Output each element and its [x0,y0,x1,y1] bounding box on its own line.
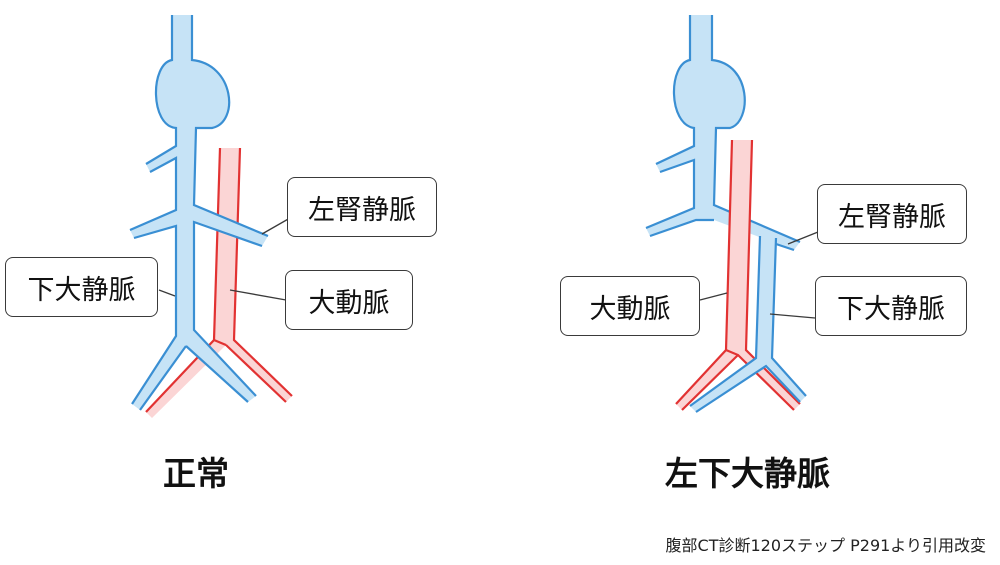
label-ivc-left-ivc: 下大静脈 [815,276,967,336]
ivc-normal [129,15,269,411]
label-aorta-left-ivc: 大動脈 [560,276,700,336]
label-left-renal-vein-normal: 左腎静脈 [287,177,437,237]
label-ivc-normal: 下大静脈 [5,257,158,317]
ivc-upper [645,15,801,250]
aorta-normal [145,147,293,418]
label-aorta-normal: 大動脈 [285,270,413,330]
source-credit: 腹部CT診断120ステップ P291より引用改変 [665,536,986,555]
ivc-left-sided [689,235,807,413]
aorta-left-ivc [675,139,801,411]
label-left-renal-vein-left-ivc: 左腎静脈 [817,184,967,244]
caption-normal: 正常 [163,454,229,493]
caption-left-ivc: 左下大静脈 [665,454,830,493]
normal-anatomy [129,15,293,418]
left-ivc-anatomy [645,15,819,413]
